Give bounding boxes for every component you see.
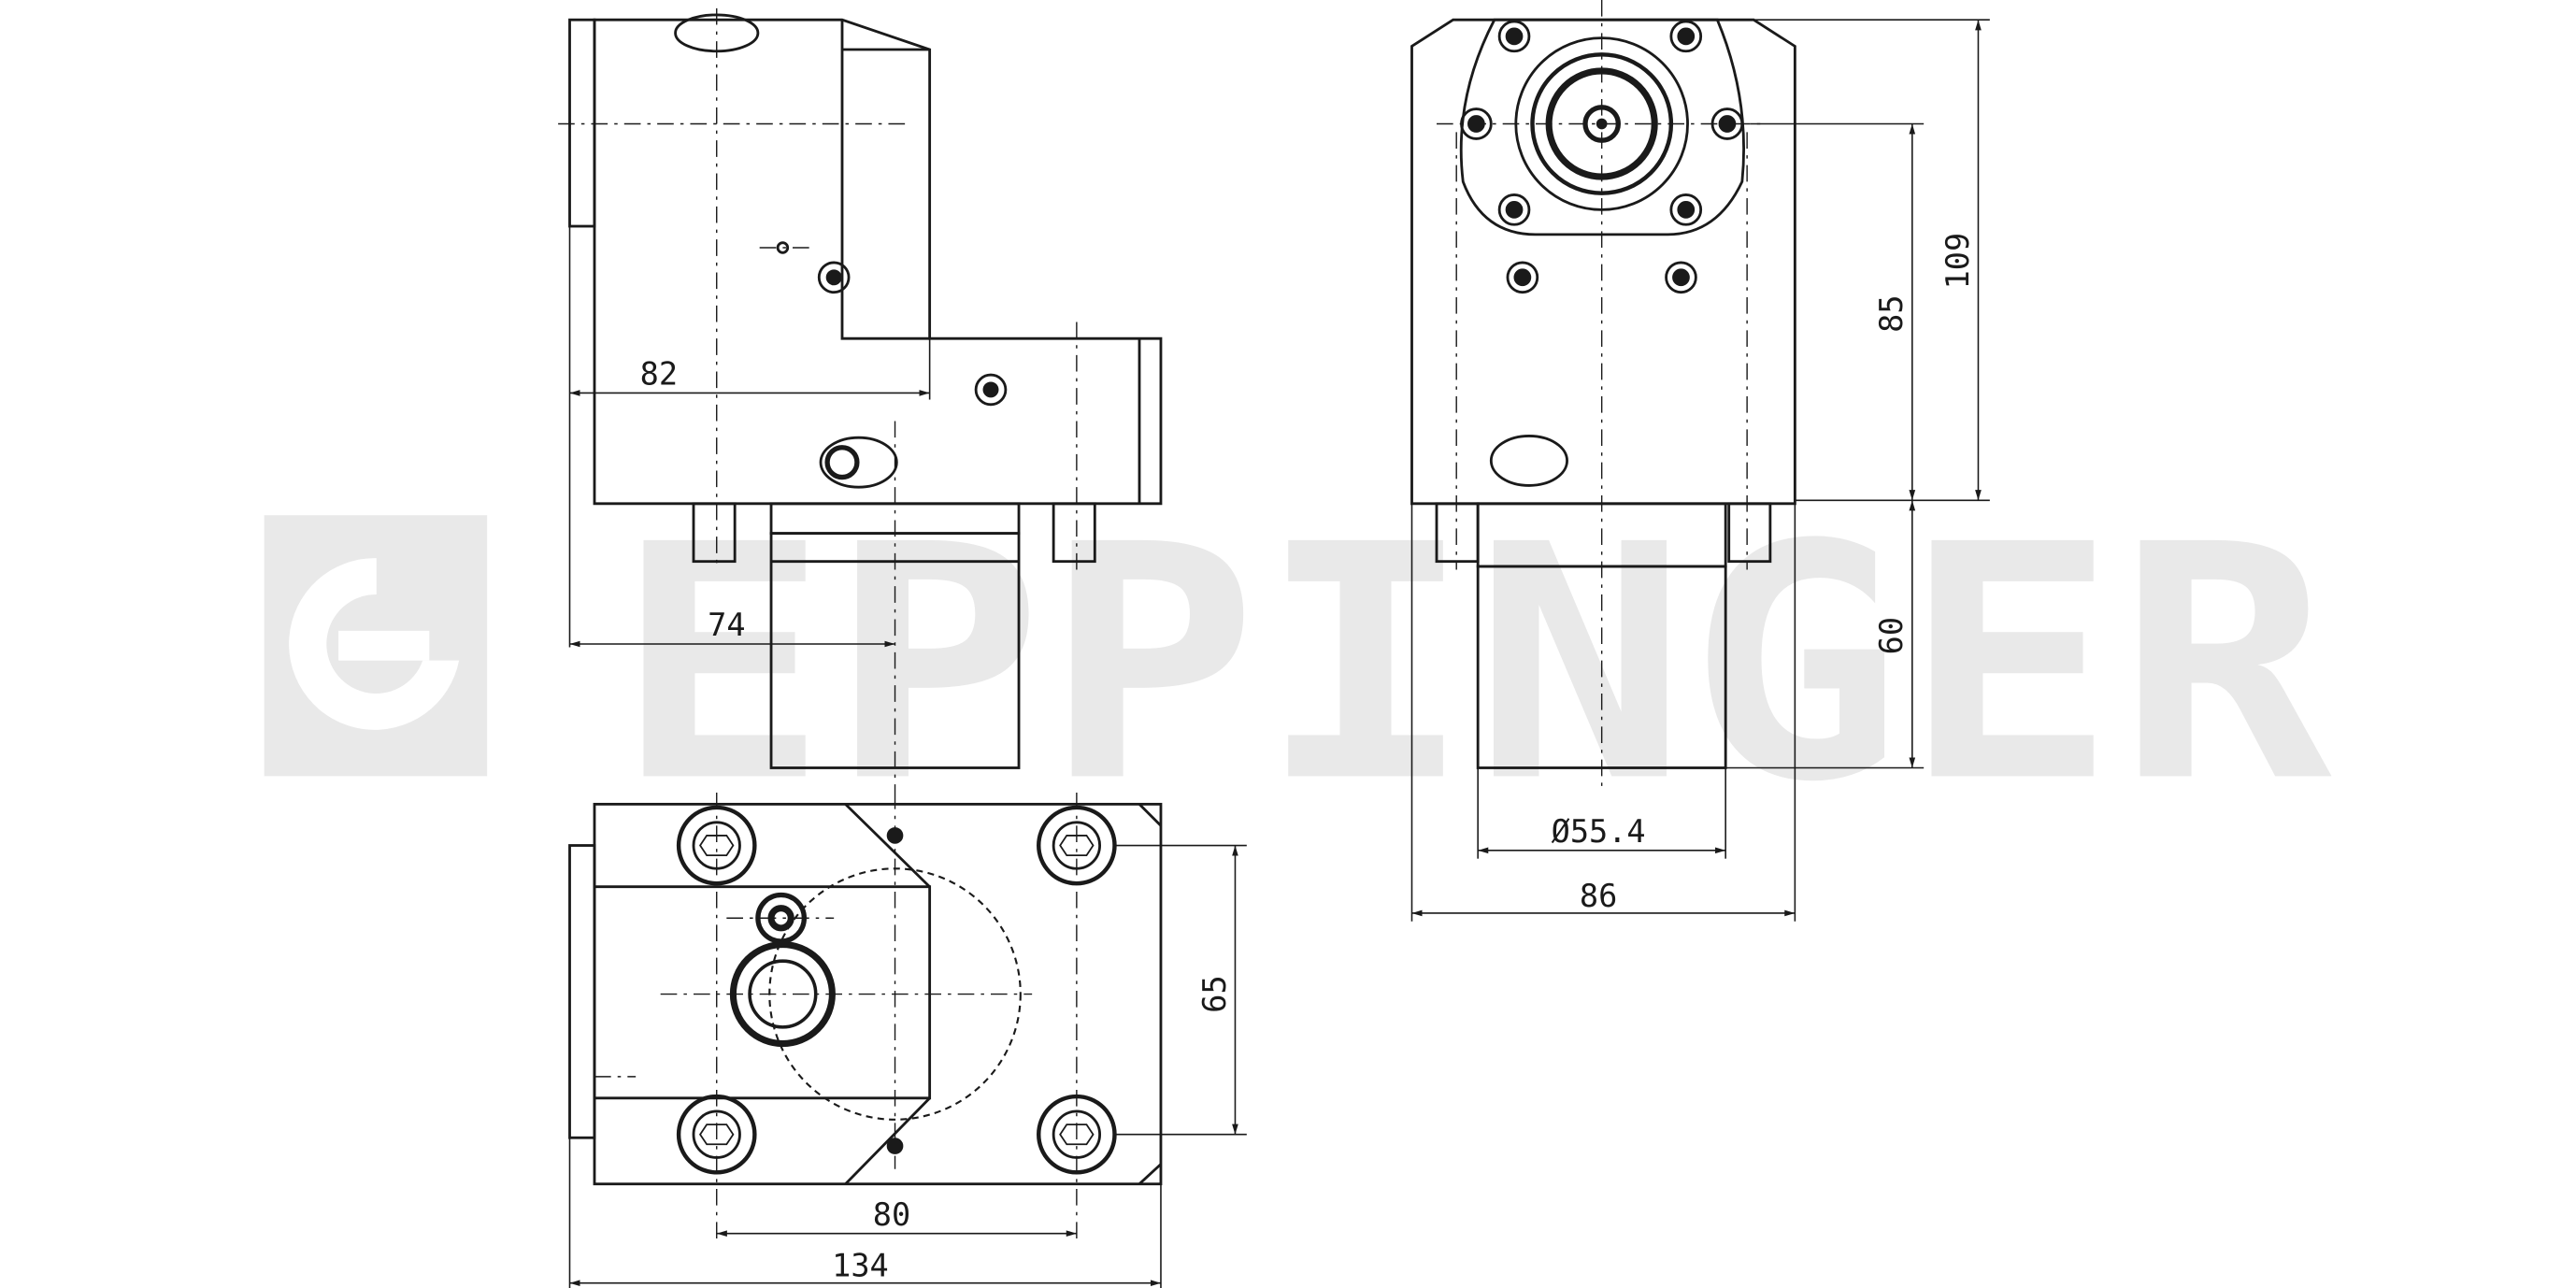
front-centerlines [558,7,1078,793]
dim-554-label: Ø55.4 [1552,813,1646,850]
dim-60-label: 60 [1873,617,1910,654]
front-pin-right [1052,502,1096,564]
side-screw-1 [1497,20,1531,53]
front-lube-port [819,436,898,489]
dim-134-label: 134 [832,1248,889,1284]
side-oval-port [1489,434,1568,487]
top-chamfer-lower [844,1096,931,1185]
front-screw-1-inner [825,269,842,286]
dim-109-label: 109 [1939,233,1976,290]
dim-86-label: 86 [1580,878,1617,914]
dim-82-label: 82 [640,356,678,393]
front-screw-2 [974,373,1008,407]
side-pin-right [1727,502,1772,564]
front-screw-2-inner [982,381,999,398]
side-screw-7 [1506,261,1539,294]
dim-80-label: 80 [873,1196,910,1233]
dim-85-label: 85 [1873,294,1910,332]
front-flange [568,18,596,228]
front-mark [776,241,790,254]
side-screw-6 [1669,193,1703,226]
top-centerlines [594,793,1078,1242]
watermark-logo-mark [289,558,460,730]
front-lube-inner [824,445,860,480]
watermark-logo-bar [338,630,430,661]
front-pin-left [692,502,737,564]
top-right-edge [1138,803,1162,1185]
top-recess [594,885,932,1100]
side-screw-5 [1497,193,1531,226]
top-hex-sockets [699,835,1095,1146]
side-screw-2 [1669,20,1703,53]
watermark-text: EPPINGER [614,476,2334,852]
dimension-labels: 82 74 109 85 60 Ø55.4 86 65 80 134 [640,233,1976,1284]
dimension-lines [568,19,1990,1288]
side-centerlines [1437,0,1767,793]
top-flange [568,844,596,1139]
watermark: EPPINGER [264,476,2334,852]
dim-74-label: 74 [708,607,745,643]
dim-65-label: 65 [1196,975,1233,1012]
front-screw-1 [817,261,851,294]
top-chamfer-upper [844,803,931,888]
side-screw-8 [1665,261,1697,294]
front-body-upper [840,20,930,340]
front-body-outline [593,18,1163,506]
